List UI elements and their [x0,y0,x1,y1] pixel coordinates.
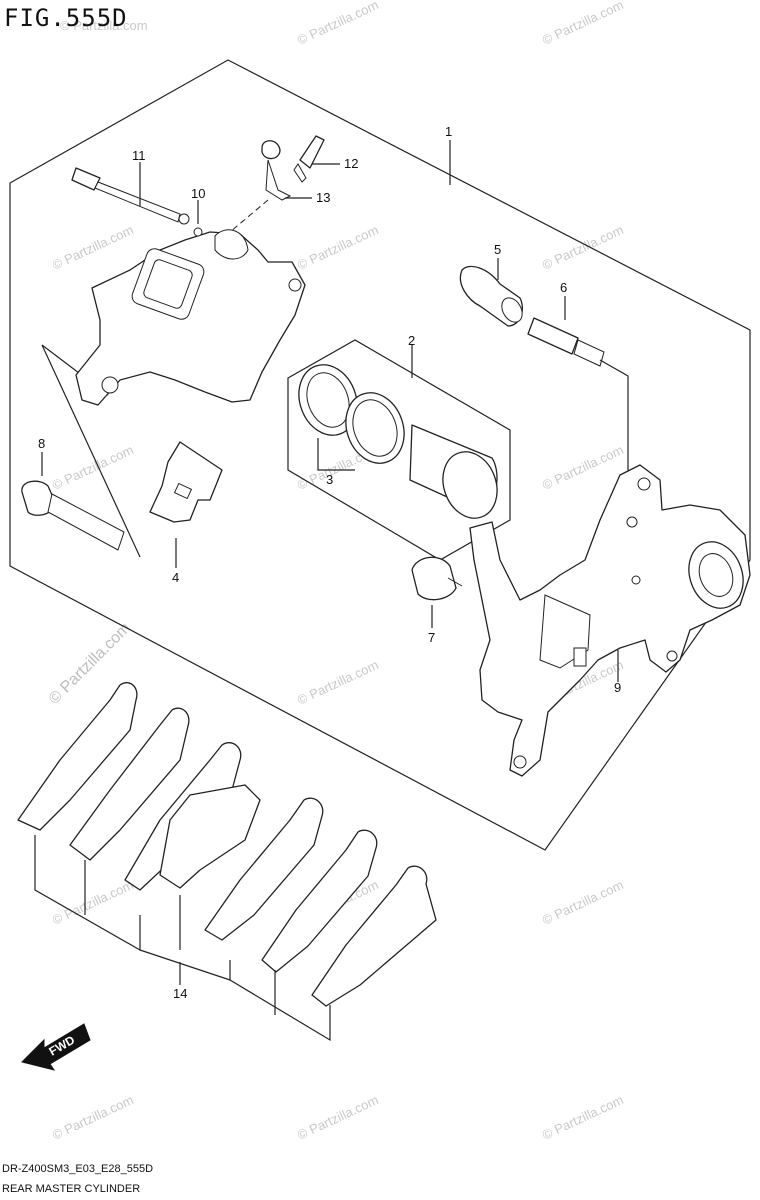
watermark: © Partzilla.com [50,877,136,928]
leader [317,438,355,471]
callout-10: 10 [191,186,205,201]
seal-group-box [287,339,511,561]
brake-pad-set [17,682,437,1007]
callout-14: 14 [173,986,187,1001]
pad-group-bracket [139,949,231,981]
pad-group-bracket [229,979,331,1042]
callout-2: 2 [408,333,415,348]
caliper-body [75,229,306,406]
slide-pin [527,317,605,367]
pad-group-bracket [84,860,276,1015]
watermark: © Partzilla.com [50,1092,136,1143]
watermark: © Partzilla.com [540,0,626,48]
figure-title: FIG.555D [4,4,128,32]
watermark: © Partzilla.com [295,0,381,48]
caliper-bracket [469,464,751,777]
callout-7: 7 [428,630,435,645]
watermark: © Partzilla.com [50,442,136,493]
leader [229,199,269,233]
forward-arrow-icon: FWD [21,1023,91,1071]
watermark: © Partzilla.com [50,222,136,273]
callout-9: 9 [614,680,621,695]
callout-6: 6 [560,280,567,295]
callout-13: 13 [316,190,330,205]
watermark: © Partzilla.com [540,222,626,273]
callout-leaders [41,140,619,985]
figure-caption: REAR MASTER CYLINDER [2,1183,140,1195]
callout-5: 5 [494,242,501,257]
bushing [459,265,523,327]
leader [599,359,629,480]
assembly-outline [9,59,751,851]
callout-1: 1 [445,124,452,139]
callout-8: 8 [38,436,45,451]
watermark: © Partzilla.com [295,222,381,273]
callout-4: 4 [172,570,179,585]
watermark: © Partzilla.com [295,657,381,708]
bleeder-assembly [261,135,325,201]
watermark: © Partzilla.com [60,18,148,33]
wedge-line [41,344,141,558]
slide-pin-bolt [71,167,190,225]
watermark: © Partzilla.com [540,1092,626,1143]
boot [411,556,463,601]
pad-spring [149,441,223,523]
pad-group-bracket [34,835,141,952]
caliper-pin [21,480,125,551]
callout-12: 12 [344,156,358,171]
piston-seal-set [298,364,498,519]
model-code: DR-Z400SM3_E03_E28_555D [2,1163,153,1175]
o-ring [193,227,203,237]
callout-11: 11 [132,148,146,163]
watermark: © Partzilla.com [540,877,626,928]
watermark: © Partzilla.com [540,442,626,493]
callout-3: 3 [326,472,333,487]
watermark: © Partzilla.com [295,1092,381,1143]
